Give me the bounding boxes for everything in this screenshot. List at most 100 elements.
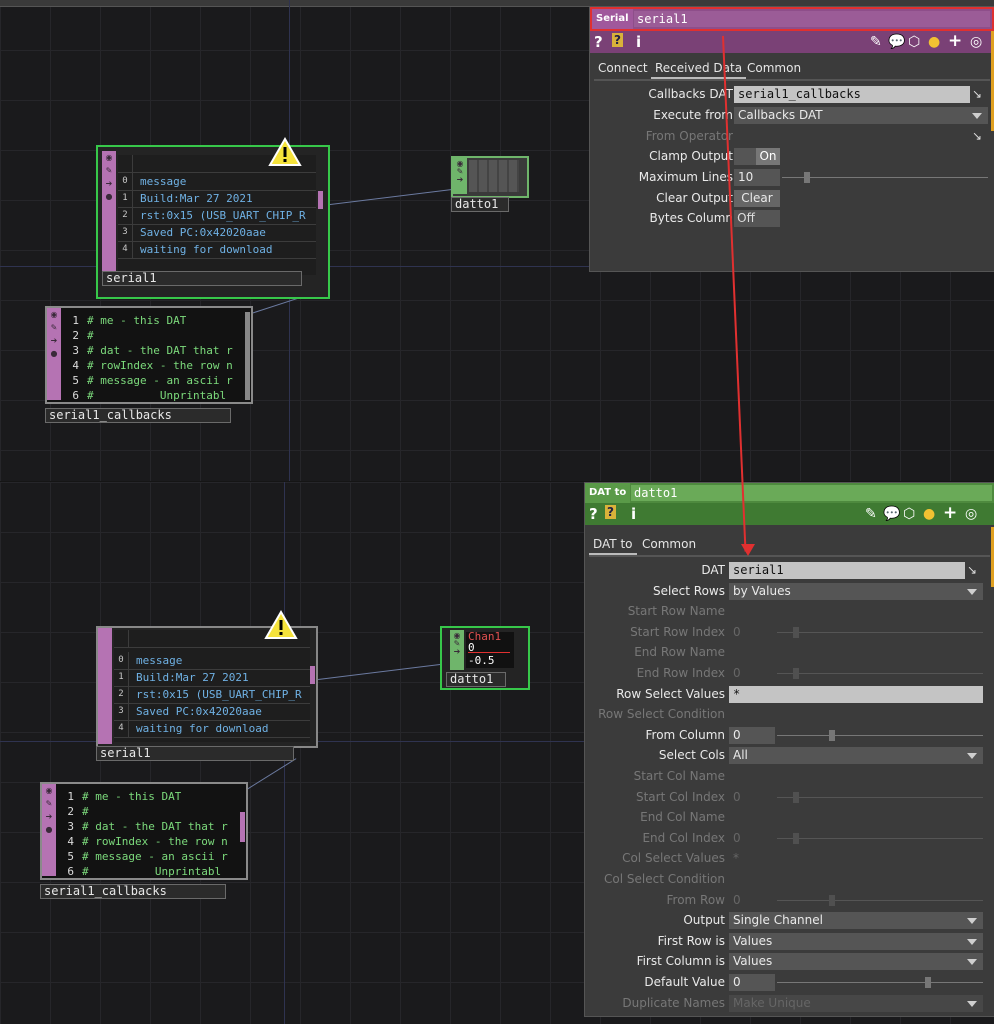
datto-parameter-panel[interactable]: DAT to datto1 ? ? i ✎ 💬 ⬡ ● + ◎ DAT to C…	[584, 482, 994, 1017]
execute-from-menu[interactable]: Callbacks DAT	[734, 107, 988, 124]
warning-icon[interactable]	[264, 610, 298, 640]
target-icon[interactable]: ◎	[970, 34, 983, 50]
target-icon[interactable]: ◎	[965, 506, 978, 522]
python-help-icon[interactable]: ?	[605, 505, 616, 519]
display-icon[interactable]: ➔	[456, 175, 464, 184]
select-rows-menu[interactable]: by Values	[729, 582, 983, 600]
info-icon[interactable]: i	[631, 505, 637, 523]
bypass-icon[interactable]: ✎	[456, 167, 464, 176]
channel-name: Chan1	[468, 630, 502, 643]
param-label: Clamp Output	[649, 149, 733, 163]
node-name-label[interactable]: serial1_callbacks	[45, 408, 231, 423]
param-slider[interactable]	[777, 734, 983, 736]
python-icon[interactable]: ●	[928, 34, 941, 50]
clone-icon[interactable]: ⬡	[908, 34, 921, 50]
operator-name-field[interactable]: datto1	[631, 485, 992, 501]
slider-handle[interactable]	[804, 172, 810, 183]
tab-common[interactable]: Common	[642, 537, 697, 551]
from-column-field[interactable]: 0	[729, 726, 775, 744]
comment-icon[interactable]: 💬	[883, 506, 901, 522]
tab-dat-to[interactable]: DAT to	[589, 535, 637, 555]
first-column-menu[interactable]: Values	[729, 953, 983, 971]
display-icon[interactable]: ➔	[105, 179, 113, 188]
code-scrollbar[interactable]	[240, 812, 245, 842]
dat-field[interactable]: serial1	[729, 562, 965, 579]
slider-handle[interactable]	[829, 729, 835, 741]
clone-icon[interactable]: ⬡	[903, 506, 916, 522]
display-icon[interactable]: ➔	[453, 647, 461, 656]
viewer-icon[interactable]: ◉	[50, 310, 58, 319]
node-name-label[interactable]: serial1	[102, 271, 302, 286]
select-cols-menu[interactable]: All	[729, 747, 983, 765]
callbacks-dat-node[interactable]: ◉ ✎ ➔ ● 1# me - this DAT 2# 3# dat - the…	[45, 306, 255, 423]
comment-icon[interactable]: 💬	[888, 34, 906, 50]
bypass-icon[interactable]: ✎	[105, 166, 113, 175]
node-output-connector[interactable]	[318, 191, 323, 209]
help-icon[interactable]: ?	[589, 505, 598, 523]
viewer-icon[interactable]: ◉	[105, 153, 113, 162]
serial-parameter-panel[interactable]: Serial serial1 ? ? i ✎ 💬 ⬡ ● + ◎ Connect…	[589, 6, 994, 272]
warning-icon[interactable]	[268, 137, 302, 167]
node-name-label[interactable]: serial1	[96, 746, 294, 761]
tab-received-data[interactable]: Received Data	[651, 59, 747, 79]
lock-icon[interactable]: ●	[105, 192, 113, 201]
drag-target-icon[interactable]: ↘	[972, 129, 983, 143]
display-icon[interactable]: ➔	[45, 812, 53, 821]
bypass-icon[interactable]: ✎	[50, 323, 58, 332]
drag-target-icon[interactable]: ↘	[967, 563, 978, 577]
help-icon[interactable]: ?	[594, 33, 603, 51]
maximum-lines-slider[interactable]	[782, 177, 988, 178]
viewer-icon[interactable]: ◉	[456, 159, 464, 168]
bypass-icon[interactable]: ✎	[453, 639, 461, 648]
param-slider	[777, 673, 983, 674]
datto-chop-node[interactable]: ◉ ✎ ➔ datto1	[451, 156, 529, 212]
slider-handle[interactable]	[925, 977, 931, 988]
python-icon[interactable]: ●	[923, 506, 936, 522]
info-icon[interactable]: i	[636, 33, 642, 51]
drag-target-icon[interactable]: ↘	[972, 87, 983, 101]
clamp-output-toggle[interactable]: On	[734, 148, 780, 165]
bytes-column-toggle[interactable]: Off	[734, 210, 780, 227]
panel-scrollbar[interactable]	[991, 527, 994, 587]
display-icon[interactable]: ➔	[50, 336, 58, 345]
lock-icon[interactable]: ●	[45, 825, 53, 834]
param-slider[interactable]	[777, 982, 983, 983]
tab-connect[interactable]: Connect	[598, 61, 648, 75]
clear-output-button[interactable]: Clear	[734, 190, 780, 207]
param-row: Bytes Column Off	[590, 209, 994, 228]
row-select-values-field[interactable]: *	[729, 685, 983, 703]
callbacks-dat-field[interactable]: serial1_callbacks	[734, 86, 970, 103]
lock-icon[interactable]: ●	[50, 349, 58, 358]
edit-icon[interactable]: ✎	[865, 506, 877, 522]
bypass-icon[interactable]: ✎	[45, 799, 53, 808]
callbacks-dat-node[interactable]: ◉ ✎ ➔ ● 1# me - this DAT 2# 3# dat - the…	[40, 782, 250, 899]
node-name-label[interactable]: datto1	[446, 672, 506, 687]
default-value-field[interactable]: 0	[729, 974, 775, 991]
datto-chop-node[interactable]: ◉ ✎ ➔ Chan1 0 -0.5 datto1	[440, 626, 530, 690]
viewer-icon[interactable]: ◉	[45, 786, 53, 795]
panel-scrollbar[interactable]	[991, 31, 994, 131]
tab-common[interactable]: Common	[747, 61, 802, 75]
node-name-label[interactable]: serial1_callbacks	[40, 884, 226, 899]
param-row: Clamp Output On	[590, 147, 994, 166]
add-icon[interactable]: +	[948, 31, 963, 51]
node-output-connector[interactable]	[310, 666, 315, 684]
add-icon[interactable]: +	[943, 503, 958, 523]
edit-icon[interactable]: ✎	[870, 34, 882, 50]
first-row-menu[interactable]: Values	[729, 932, 983, 950]
viewer-icon[interactable]: ◉	[453, 631, 461, 640]
maximum-lines-field[interactable]: 10	[734, 169, 780, 186]
code-scrollbar[interactable]	[245, 312, 250, 400]
node-name-label[interactable]: datto1	[451, 197, 509, 212]
python-help-icon[interactable]: ?	[612, 33, 623, 47]
operator-name-field[interactable]: serial1	[634, 11, 990, 27]
output-menu[interactable]: Single Channel	[729, 912, 983, 930]
